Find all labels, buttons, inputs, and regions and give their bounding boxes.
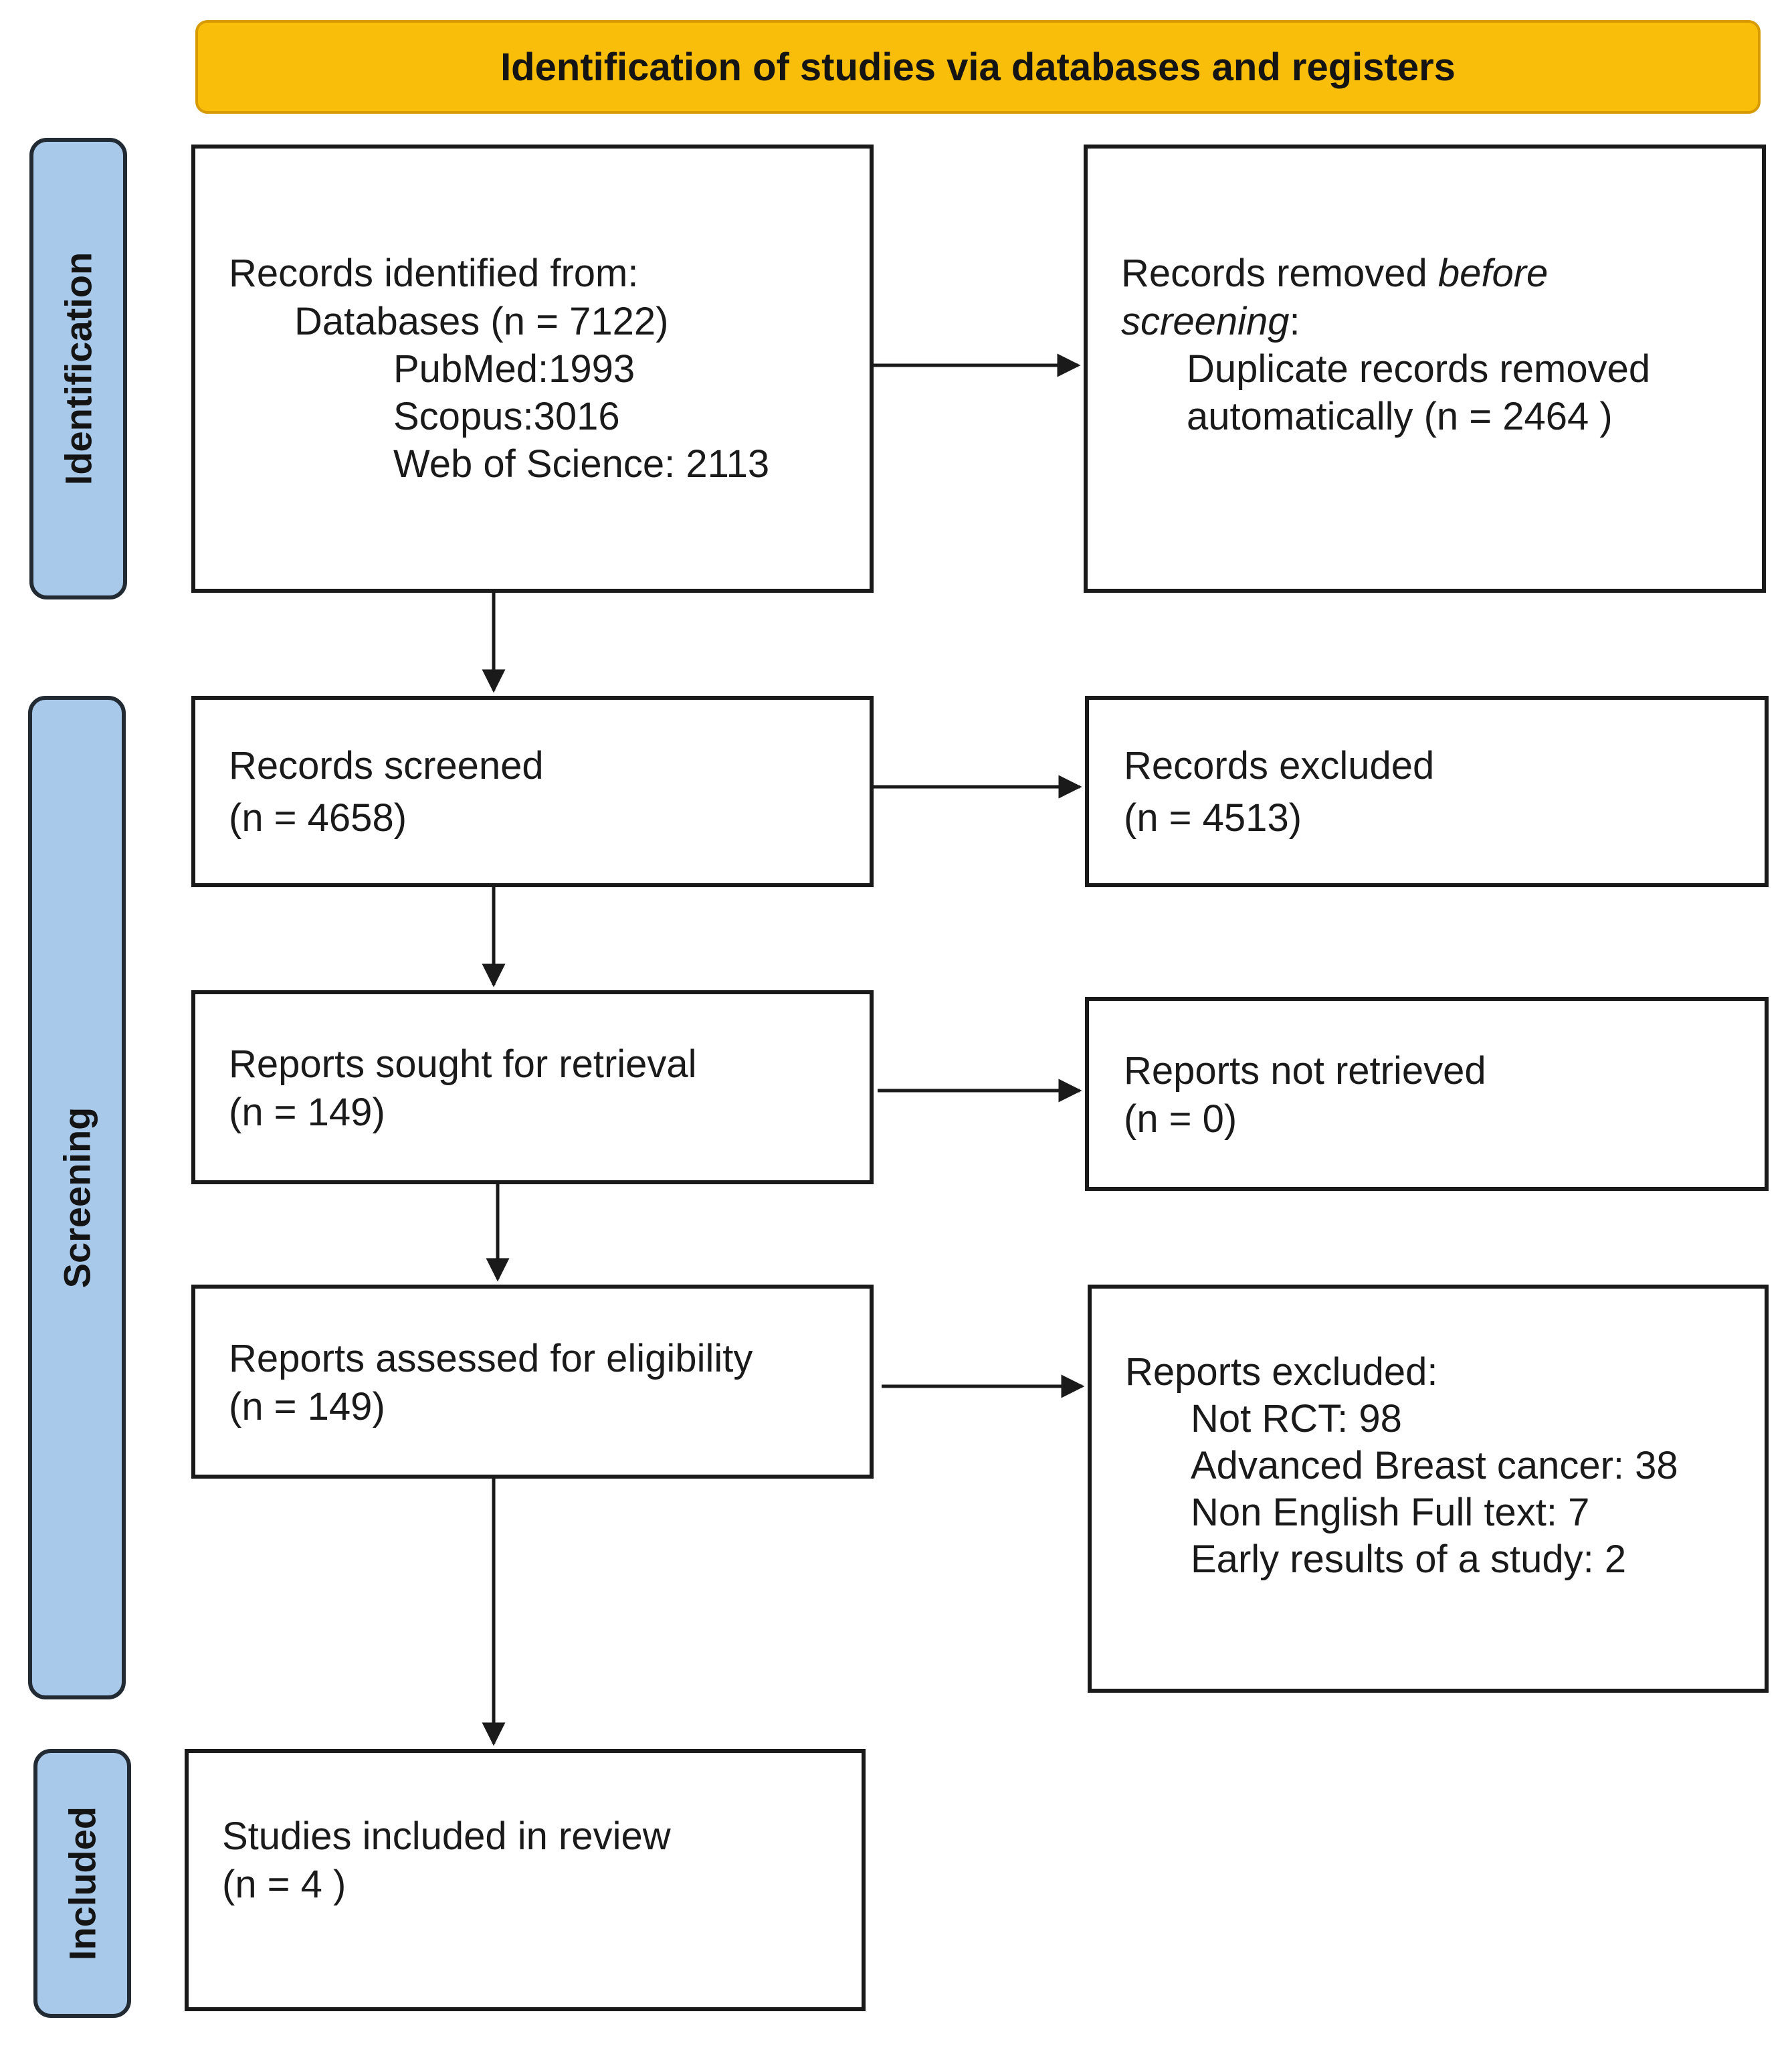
records-removed-heading-cont: screening:	[1121, 298, 1300, 345]
studies-included-box	[185, 1749, 866, 2011]
source-pubmed: PubMed:1993	[393, 347, 635, 391]
phase-included: Included	[33, 1749, 131, 2018]
records-excluded-count: (n = 4513)	[1124, 796, 1302, 840]
reason-advanced-breast-cancer: Advanced Breast cancer: 38	[1191, 1444, 1678, 1487]
reports-assessed-count: (n = 149)	[229, 1385, 385, 1428]
databases-count: Databases (n = 7122)	[294, 300, 669, 343]
reports-not-retrieved-count: (n = 0)	[1124, 1097, 1237, 1141]
records-removed-emphasis-screening: screening	[1121, 300, 1290, 343]
duplicates-removed-line-1: Duplicate records removed	[1187, 347, 1651, 391]
records-screened-count: (n = 4658)	[229, 796, 407, 840]
reports-sought-box	[191, 990, 874, 1184]
reports-assessed-box	[191, 1285, 874, 1479]
reports-excluded-heading: Reports excluded:	[1125, 1350, 1438, 1394]
records-screened-label: Records screened	[229, 744, 544, 787]
reports-sought-label: Reports sought for retrieval	[229, 1042, 697, 1086]
records-removed-prefix: Records removed	[1121, 252, 1438, 295]
records-removed-box	[1084, 145, 1766, 593]
source-web-of-science: Web of Science: 2113	[393, 442, 770, 486]
reports-excluded-box	[1088, 1285, 1769, 1693]
reason-non-english: Non English Full text: 7	[1191, 1491, 1590, 1534]
phase-identification: Identification	[29, 138, 127, 599]
records-excluded-label: Records excluded	[1124, 744, 1435, 787]
records-identified-heading: Records identified from:	[229, 252, 639, 295]
source-scopus: Scopus:3016	[393, 395, 620, 438]
reports-assessed-label: Reports assessed for eligibility	[229, 1337, 753, 1380]
records-excluded-box	[1085, 696, 1769, 887]
header-title-bar: Identification of studies via databases …	[195, 20, 1761, 114]
phase-screening: Screening	[28, 696, 126, 1699]
header-title: Identification of studies via databases …	[500, 45, 1456, 89]
studies-included-count: (n = 4 )	[222, 1863, 346, 1906]
records-identified-box	[191, 145, 874, 593]
duplicates-removed-line-2: automatically (n = 2464 )	[1187, 395, 1613, 438]
records-removed-suffix: :	[1289, 300, 1300, 343]
records-removed-heading: Records removed before	[1121, 250, 1548, 297]
reports-sought-count: (n = 149)	[229, 1091, 385, 1134]
records-screened-box	[191, 696, 874, 887]
reason-early-results: Early results of a study: 2	[1191, 1538, 1627, 1581]
reports-not-retrieved-label: Reports not retrieved	[1124, 1049, 1486, 1093]
records-removed-emphasis-before: before	[1437, 252, 1549, 295]
studies-included-label: Studies included in review	[222, 1814, 671, 1858]
reports-not-retrieved-box	[1085, 997, 1769, 1191]
reason-not-rct: Not RCT: 98	[1191, 1397, 1402, 1440]
